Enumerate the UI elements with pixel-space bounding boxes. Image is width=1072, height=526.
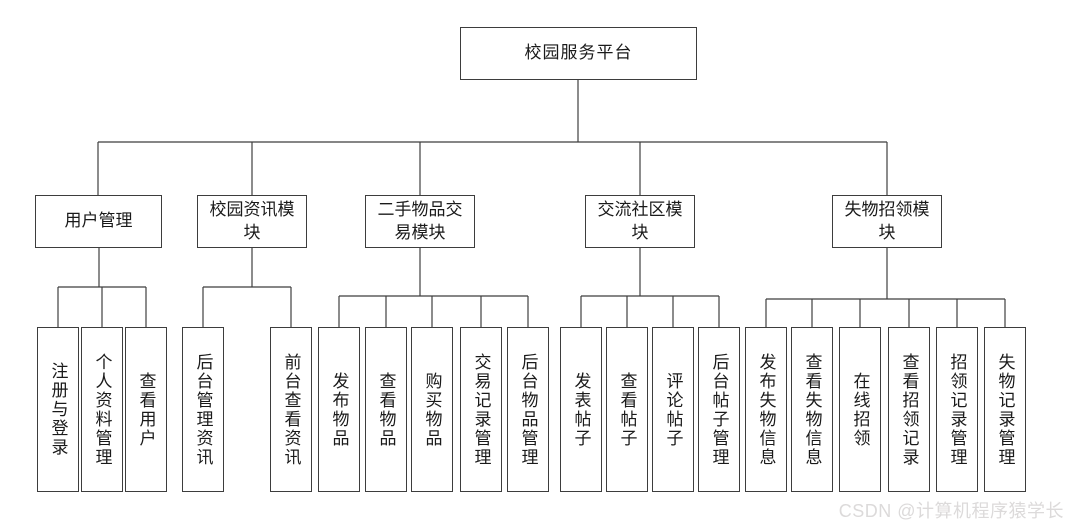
node-label: 招领记录管理: [947, 352, 967, 467]
node-label: 后台帖子管理: [709, 352, 729, 467]
node-label: 校园服务平台: [524, 43, 633, 63]
node-label: 前台查看资讯: [281, 352, 301, 467]
watermark: CSDN @计算机程序猿学长: [838, 501, 1064, 521]
node-label: 交易记录管理: [471, 352, 491, 467]
node-label: 注册与登录: [48, 362, 68, 457]
node-view-thread: 查看帖子: [606, 327, 648, 492]
node-profile-management: 个人资料管理: [81, 327, 123, 492]
node-label: 发布失物信息: [756, 352, 776, 467]
node-label: 二手物品交易模块: [377, 200, 463, 242]
node-label: 个人资料管理: [92, 352, 112, 467]
node-view-item: 查看物品: [365, 327, 407, 492]
node-label: 在线招领: [850, 371, 870, 448]
node-label: 购买物品: [422, 371, 442, 448]
node-label: 查看帖子: [617, 371, 637, 448]
node-publish-item: 发布物品: [318, 327, 360, 492]
node-label: 失物记录管理: [995, 352, 1015, 467]
node-label: 后台物品管理: [518, 352, 538, 467]
node-label: 查看物品: [376, 371, 396, 448]
node-label: 后台管理资讯: [193, 352, 213, 467]
node-online-claim: 在线招领: [839, 327, 881, 492]
node-label: 交流社区模块: [597, 200, 683, 242]
node-label: 失物招领模块: [844, 200, 930, 242]
node-label: 发布物品: [329, 371, 349, 448]
node-view-lost-info: 查看失物信息: [791, 327, 833, 492]
node-user-management: 用户管理: [35, 195, 162, 248]
node-comment-thread: 评论帖子: [652, 327, 694, 492]
node-label: 校园资讯模块: [209, 200, 295, 242]
node-lost-and-found-module: 失物招领模块: [832, 195, 942, 248]
node-frontend-view-news: 前台查看资讯: [270, 327, 312, 492]
node-view-users: 查看用户: [125, 327, 167, 492]
node-label: 用户管理: [64, 211, 133, 231]
node-label: 评论帖子: [663, 371, 683, 448]
node-post-thread: 发表帖子: [560, 327, 602, 492]
node-lost-record-management: 失物记录管理: [984, 327, 1026, 492]
node-campus-service-platform: 校园服务平台: [460, 27, 697, 80]
node-label: 发表帖子: [571, 371, 591, 448]
node-buy-item: 购买物品: [411, 327, 453, 492]
node-transaction-record-management: 交易记录管理: [460, 327, 502, 492]
node-claim-record-management: 招领记录管理: [936, 327, 978, 492]
node-community-module: 交流社区模块: [585, 195, 695, 248]
node-backend-manage-news: 后台管理资讯: [182, 327, 224, 492]
node-backend-item-management: 后台物品管理: [507, 327, 549, 492]
node-backend-thread-management: 后台帖子管理: [698, 327, 740, 492]
node-register-login: 注册与登录: [37, 327, 79, 492]
node-label: 查看失物信息: [802, 352, 822, 467]
node-publish-lost-info: 发布失物信息: [745, 327, 787, 492]
node-view-claim-record: 查看招领记录: [888, 327, 930, 492]
node-label: 查看招领记录: [899, 352, 919, 467]
node-secondhand-trading-module: 二手物品交易模块: [365, 195, 475, 248]
node-label: 查看用户: [136, 371, 156, 448]
node-campus-news-module: 校园资讯模块: [197, 195, 307, 248]
